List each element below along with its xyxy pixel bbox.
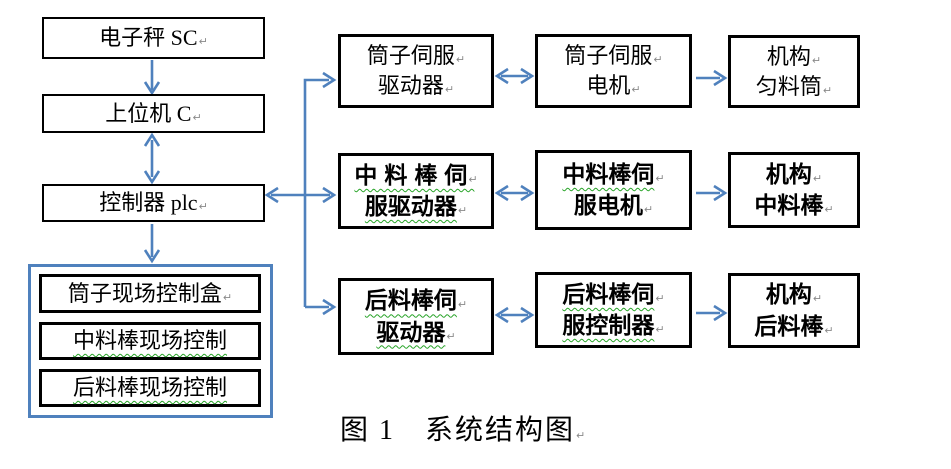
- node-rear-rod-servo-controller-line2: 服控制器: [562, 313, 655, 338]
- paragraph-mark: ↵: [457, 298, 468, 312]
- node-rear-rod-servo-driver-line1: 后料棒伺: [364, 288, 457, 314]
- node-mid-rod-servo-motor-line2: 服电机: [573, 193, 643, 218]
- arrow-row1-driver-motor: [494, 67, 535, 85]
- node-mechanism-leveling-cylinder-line1: 机构: [766, 43, 811, 69]
- node-mechanism-mid-rod: 机构↵ 中料棒↵: [728, 152, 860, 228]
- paragraph-mark: ↵: [824, 203, 834, 216]
- node-mid-rod-servo-driver-line1: 中料棒伺: [354, 162, 475, 188]
- node-cylinder-servo-motor-line1: 筒子伺服: [564, 43, 653, 69]
- arrow-plc-row2-bidirectional: [264, 186, 337, 204]
- arrow-host-plc-bidirectional: [143, 132, 161, 185]
- paragraph-mark: ↵: [812, 171, 823, 185]
- paragraph-mark: ↵: [198, 200, 208, 214]
- node-mechanism-mid-rod-line2: 中料棒: [754, 193, 824, 218]
- paragraph-mark: ↵: [653, 53, 663, 67]
- node-mid-rod-servo-driver: 中料棒伺↵ 服驱动器↵: [338, 153, 494, 229]
- arrow-scale-to-host: [143, 60, 161, 96]
- paragraph-mark: ↵: [457, 204, 468, 217]
- node-cylinder-servo-driver-line1: 筒子伺服: [366, 43, 455, 69]
- paragraph-mark: ↵: [446, 329, 456, 343]
- paragraph-mark: ↵: [824, 323, 834, 337]
- arrow-row1-motor-mech: [696, 69, 728, 87]
- node-host-computer: 上位机 C↵: [42, 94, 265, 133]
- paragraph-mark: ↵: [811, 53, 822, 67]
- node-plc-controller-label: 控制器 plc: [99, 190, 198, 216]
- arrow-row2-driver-motor: [494, 184, 535, 202]
- node-mechanism-rear-rod-line2: 后料棒: [754, 313, 824, 339]
- node-mid-rod-servo-motor-line1: 中料棒伺: [562, 161, 655, 187]
- node-host-computer-label: 上位机 C: [105, 100, 192, 126]
- trunk-branch-lines: [303, 71, 337, 316]
- figure-caption-text: 图 1 系统结构图: [340, 415, 576, 446]
- node-mid-rod-servo-driver-line2: 服驱动器: [364, 194, 457, 219]
- paragraph-mark: ↵: [643, 203, 654, 216]
- paragraph-mark: ↵: [198, 35, 208, 49]
- paragraph-mark: ↵: [222, 290, 233, 304]
- node-cylinder-servo-driver-line2: 驱动器: [377, 73, 444, 98]
- node-rear-rod-servo-driver: 后料棒伺↵ 驱动器↵: [338, 278, 494, 355]
- node-mechanism-mid-rod-line1: 机构: [765, 161, 812, 187]
- node-mid-rod-servo-motor: 中料棒伺↵ 服电机↵: [535, 150, 692, 230]
- node-mechanism-leveling-cylinder: 机构↵ 匀料筒↵: [728, 35, 860, 108]
- paragraph-mark: ↵: [655, 171, 665, 185]
- paragraph-mark: ↵: [444, 83, 455, 96]
- node-rear-rod-servo-controller: 后料棒伺↵ 服控制器↵: [535, 272, 692, 348]
- paragraph-mark: ↵: [812, 292, 823, 306]
- figure-caption: 图 1 系统结构图↵: [340, 408, 585, 448]
- node-rear-rod-local-control: 后料棒现场控制: [39, 369, 261, 407]
- node-cylinder-local-control: 筒子现场控制盒↵: [39, 274, 261, 313]
- paragraph-mark: ↵: [192, 110, 202, 124]
- arrow-plc-to-panel: [143, 224, 161, 264]
- node-mid-rod-local-control-label: 中料棒现场控制: [72, 328, 227, 354]
- node-rear-rod-local-control-label: 后料棒现场控制: [72, 375, 227, 401]
- node-cylinder-servo-motor-line2: 电机: [586, 73, 631, 98]
- paragraph-mark: ↵: [576, 429, 586, 442]
- arrow-row2-motor-mech: [696, 184, 728, 202]
- arrow-row3-driver-motor: [494, 306, 535, 324]
- node-electronic-scale: 电子秤 SC↵: [42, 17, 265, 59]
- paragraph-mark: ↵: [455, 53, 466, 67]
- node-rear-rod-servo-driver-line2: 驱动器: [376, 319, 446, 345]
- node-electronic-scale-label: 电子秤 SC: [99, 25, 198, 51]
- node-mechanism-leveling-cylinder-line2: 匀料筒: [755, 73, 822, 99]
- paragraph-mark: ↵: [655, 291, 665, 305]
- node-rear-rod-servo-controller-line1: 后料棒伺: [562, 281, 655, 307]
- node-mechanism-rear-rod-line1: 机构: [765, 282, 812, 308]
- paragraph-mark: ↵: [631, 83, 641, 96]
- paragraph-mark: ↵: [655, 323, 665, 336]
- node-mechanism-rear-rod: 机构↵ 后料棒↵: [728, 273, 860, 348]
- node-cylinder-servo-driver: 筒子伺服↵ 驱动器↵: [338, 34, 494, 108]
- node-cylinder-local-control-label: 筒子现场控制盒: [67, 280, 222, 306]
- node-mid-rod-local-control: 中料棒现场控制: [39, 322, 261, 360]
- node-cylinder-servo-motor: 筒子伺服↵ 电机↵: [535, 34, 692, 108]
- arrow-row3-motor-mech: [696, 304, 728, 322]
- paragraph-mark: ↵: [822, 83, 833, 97]
- paragraph-mark: ↵: [468, 172, 478, 186]
- node-plc-controller: 控制器 plc↵: [42, 184, 265, 222]
